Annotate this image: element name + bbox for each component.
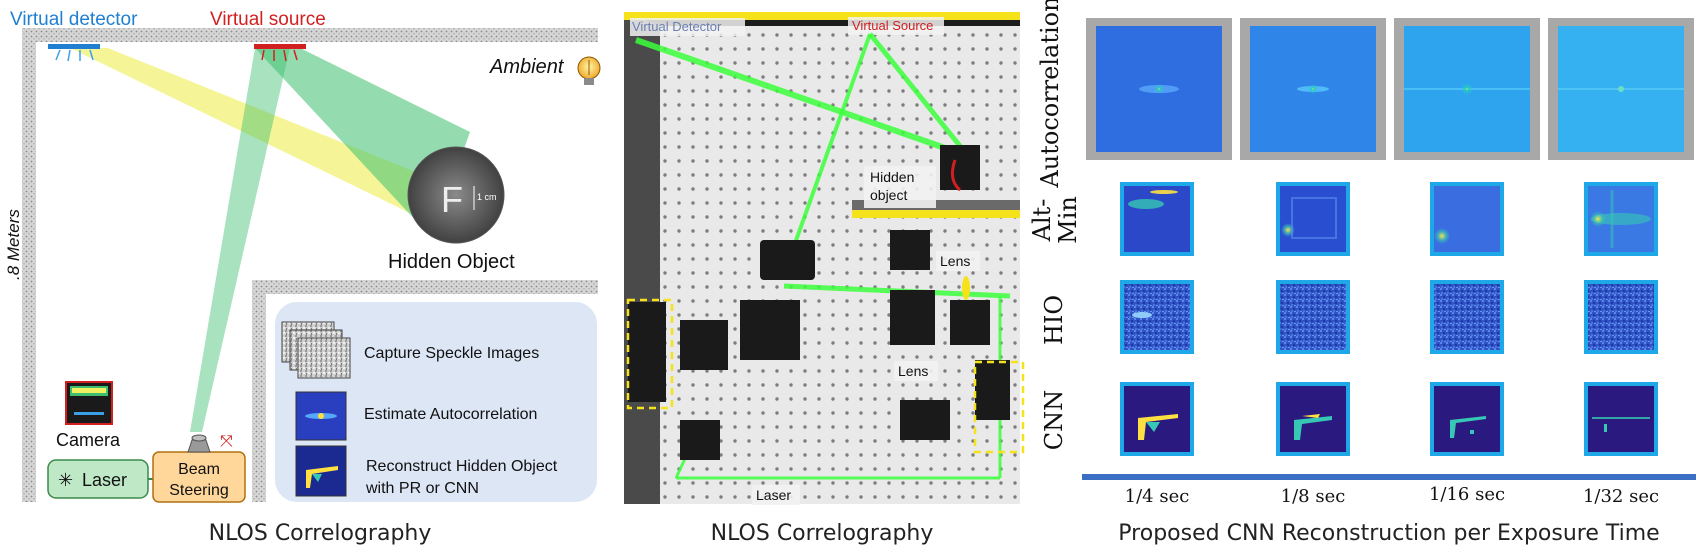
left-panel: Virtual detector Virtual source Ambient … — [4, 9, 601, 546]
photo-laser-label: Laser — [756, 487, 791, 503]
virtual-source-label: Virtual source — [210, 9, 326, 30]
photo-hidden-object-label-2: object — [870, 187, 907, 203]
inner-wall-left — [252, 280, 266, 502]
shelf-yellow-edge — [852, 210, 1020, 218]
scale-label: 1 cm — [477, 192, 497, 202]
steps-box — [275, 302, 597, 502]
middle-panel: Virtual Detector Virtual Source — [624, 12, 1025, 546]
laser-star-icon: ✳ — [58, 470, 73, 490]
right-panel-caption: Proposed CNN Reconstruction per Exposure… — [1118, 521, 1659, 546]
steering-rotation-icon: ⤧ — [220, 431, 233, 450]
hidden-object: F 1 cm — [407, 146, 505, 244]
speckle-stack-icon — [281, 321, 351, 379]
grid-col-1 — [1086, 18, 1232, 456]
hio-image-4 — [1588, 284, 1654, 350]
step-estimate-label: Estimate Autocorrelation — [364, 406, 537, 423]
exposure-axis — [1082, 474, 1696, 480]
row-label-altmin-2: Min — [1054, 196, 1082, 244]
beam-steering-label-2: Steering — [169, 482, 229, 499]
row-label-autocorrelation: Autocorrelation — [1036, 0, 1064, 189]
photo-lens-label-2: Lens — [898, 363, 928, 379]
photo-hidden-object-label-1: Hidden — [870, 169, 914, 185]
detector-arrows-icon — [55, 49, 94, 62]
row-label-altmin-1: Alt- — [1028, 199, 1056, 243]
photo-virtual-source-label: Virtual Source — [852, 18, 933, 33]
mirror-icon — [187, 434, 211, 453]
grid-col-3 — [1394, 18, 1540, 456]
left-panel-caption: NLOS Correlography — [209, 521, 432, 546]
grid-col-4 — [1548, 18, 1694, 456]
photo-green-beams — [635, 32, 1011, 480]
distance-label: .8 Meters — [4, 209, 23, 280]
exposure-label-3: 1/16 sec — [1429, 484, 1505, 505]
virtual-detector-bar — [48, 44, 100, 49]
beam-steering-label-1: Beam — [178, 461, 220, 478]
right-panel: Autocorrelation Alt- Min HIO CNN — [1028, 0, 1696, 546]
row-label-cnn: CNN — [1040, 390, 1068, 450]
laser-label: Laser — [82, 470, 127, 490]
steering-highlight-box — [973, 360, 1025, 454]
top-yellow-edge — [624, 12, 1020, 20]
inner-wall-top — [252, 280, 598, 294]
hio-image-2 — [1280, 284, 1346, 350]
photo-virtual-detector-label: Virtual Detector — [632, 19, 722, 34]
lens-1-glyph — [962, 276, 970, 300]
grid-col-2 — [1240, 18, 1386, 456]
row-label-hio: HIO — [1040, 295, 1068, 345]
yellow-beam — [70, 48, 455, 230]
step-reconstruct-label-1: Reconstruct Hidden Object — [366, 458, 558, 475]
exposure-label-4: 1/32 sec — [1583, 486, 1659, 507]
green-beam-from-steering — [190, 48, 290, 432]
source-arrows-icon — [261, 49, 298, 62]
photo-side-wall — [624, 12, 660, 504]
hidden-object-label: Hidden Object — [388, 251, 515, 273]
autocorrelation-thumb-icon — [295, 391, 347, 441]
reconstruction-thumb-icon — [295, 445, 347, 497]
lightbulb-icon — [577, 56, 601, 85]
camera-label: Camera — [56, 430, 121, 450]
step-reconstruct-label-2: with PR or CNN — [365, 480, 479, 497]
hio-image-3 — [1434, 284, 1500, 350]
camera-highlight-box — [626, 298, 674, 410]
camera-icon — [65, 381, 113, 425]
exposure-label-2: 1/8 sec — [1281, 486, 1346, 507]
step-capture-label: Capture Speckle Images — [364, 345, 539, 362]
ambient-label: Ambient — [489, 56, 565, 78]
virtual-source-bar — [254, 44, 306, 49]
top-wall — [22, 28, 598, 42]
middle-panel-caption: NLOS Correlography — [711, 521, 934, 546]
hio-image-1 — [1124, 284, 1190, 350]
exposure-label-1: 1/4 sec — [1125, 486, 1190, 507]
altmin-image-1 — [1124, 186, 1190, 252]
virtual-detector-label: Virtual detector — [10, 9, 138, 30]
hidden-object-letter: F — [441, 179, 463, 220]
left-wall — [22, 28, 36, 502]
photo-equipment — [628, 145, 1010, 460]
photo-lens-label-1: Lens — [940, 253, 970, 269]
